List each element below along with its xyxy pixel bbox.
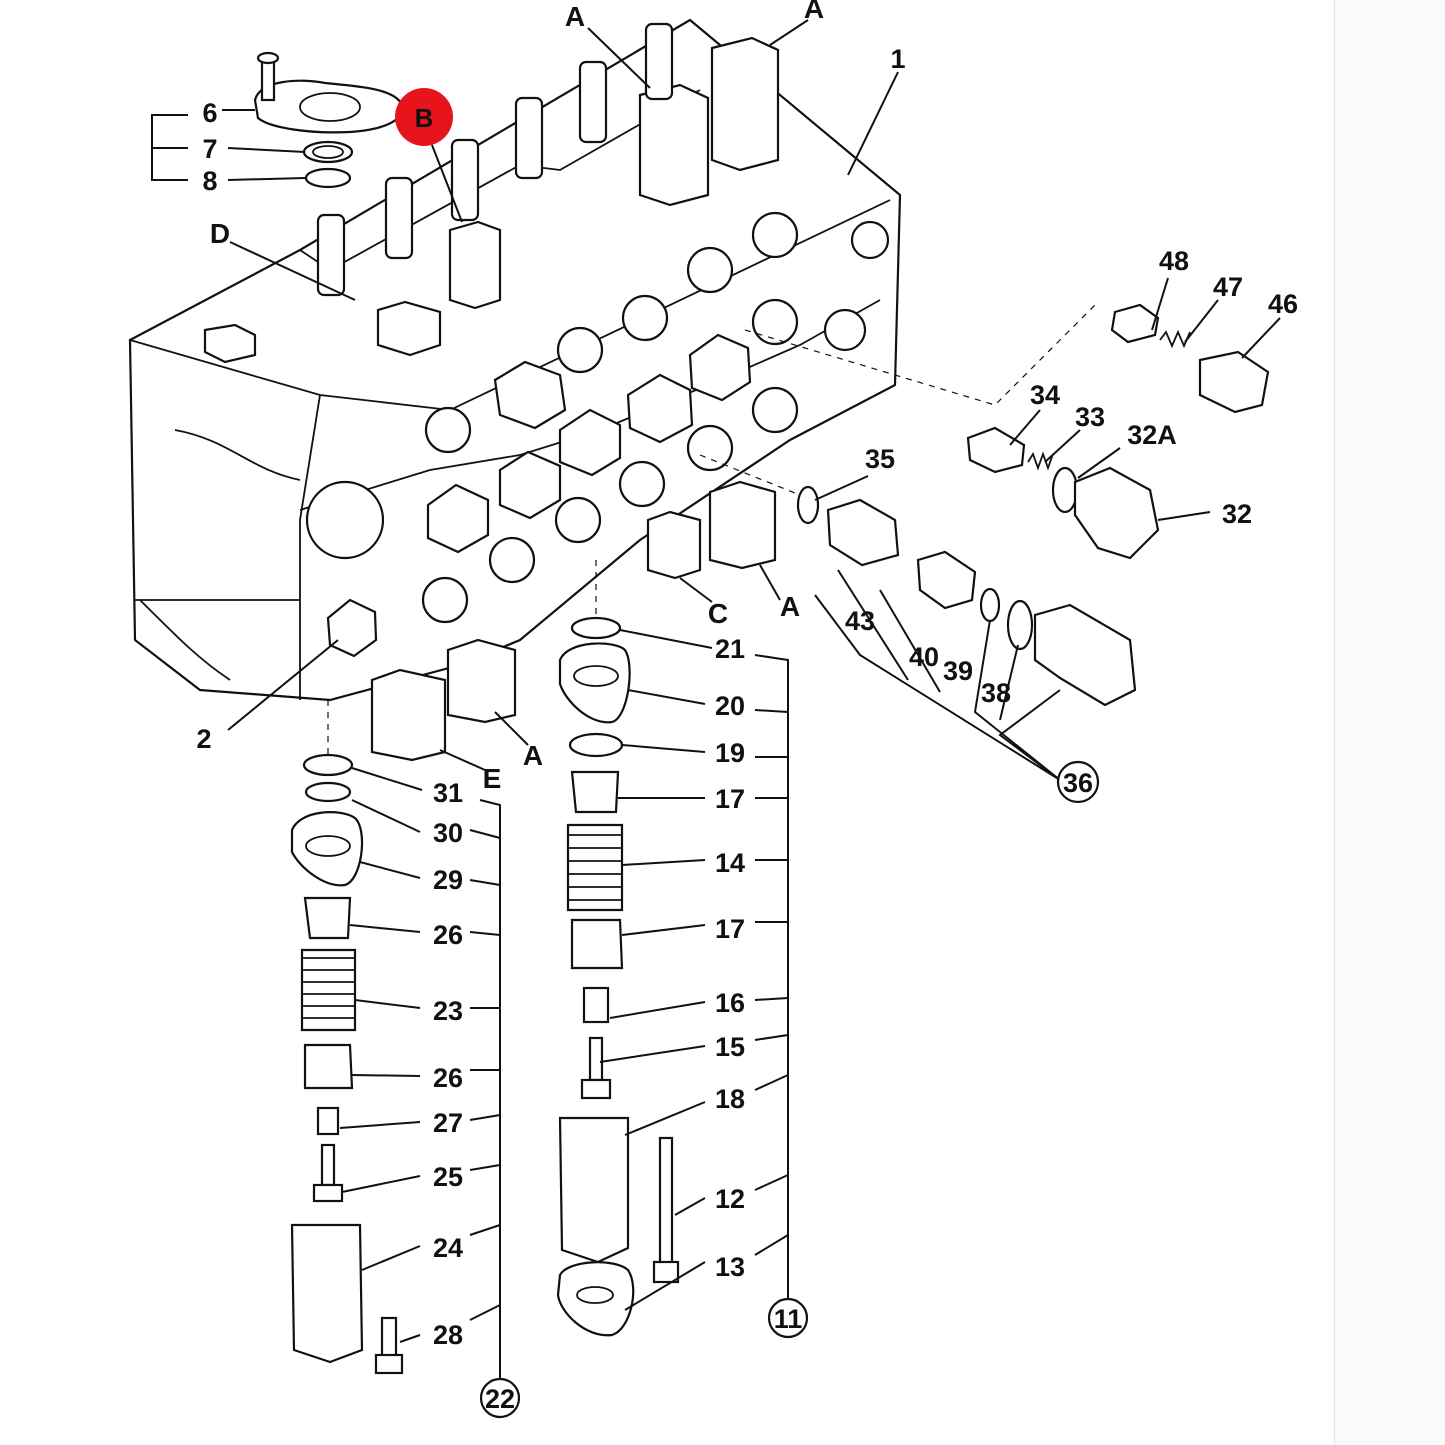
part-28-bolt: [374, 1316, 404, 1375]
callout-40: 40: [909, 642, 939, 672]
part-12-bolt: [652, 1136, 680, 1284]
part-36-relief-valve: [1033, 603, 1137, 707]
callout-34: 34: [1030, 380, 1060, 410]
callout-35: 35: [865, 444, 895, 474]
part-46-plug: [1198, 350, 1270, 414]
leader-lines: [151, 19, 1281, 1380]
part-24-cap: [290, 1223, 364, 1364]
b-marker-label: B: [415, 103, 434, 133]
callout-46: 46: [1268, 289, 1298, 319]
part-39-ring: [979, 587, 1001, 623]
page-edge: [1334, 0, 1445, 1445]
part-15-bolt: [580, 1036, 612, 1100]
callout-6: 6: [202, 98, 217, 128]
callout-7: 7: [202, 134, 217, 164]
callout-17-upper: 17: [715, 784, 745, 814]
part-29-plate: [290, 811, 364, 887]
part-48-pin: [1110, 303, 1160, 344]
callout-38: 38: [981, 678, 1011, 708]
part-13-plate: [556, 1261, 635, 1337]
callout-15: 15: [715, 1032, 745, 1062]
part-20-plate: [558, 642, 631, 724]
part-16-spacer: [582, 986, 610, 1024]
group-36-label: 36: [1063, 768, 1093, 798]
callout-13: 13: [715, 1252, 745, 1282]
callout-23: 23: [433, 996, 463, 1026]
part-26-seat-lower: [303, 1043, 354, 1090]
group-11-label: 11: [774, 1304, 803, 1334]
letter-a-right: A: [780, 591, 800, 622]
callout-21: 21: [715, 634, 745, 664]
letter-a-top-left: A: [565, 1, 585, 32]
callout-16: 16: [715, 988, 745, 1018]
callout-32: 32: [1222, 499, 1252, 529]
callout-39: 39: [943, 656, 973, 686]
part-26-seat-upper: [303, 896, 352, 940]
callout-19: 19: [715, 738, 745, 768]
callout-14: 14: [715, 848, 745, 878]
part-17-seat-lower: [570, 918, 624, 970]
part-30-o-ring: [304, 781, 352, 803]
part-35-washer: [796, 485, 820, 525]
part-6-retainer-plate: [253, 51, 404, 134]
callout-17-lower: 17: [715, 914, 745, 944]
part-14-spring: [566, 823, 624, 912]
part-31-seal: [302, 753, 354, 777]
callout-30: 30: [433, 818, 463, 848]
group-22-label: 22: [485, 1384, 515, 1414]
part-25-bolt: [312, 1143, 344, 1203]
part-18-cap: [558, 1116, 630, 1264]
callout-47: 47: [1213, 272, 1243, 302]
callout-48: 48: [1159, 246, 1189, 276]
callout-12: 12: [715, 1184, 745, 1214]
callout-1: 1: [890, 44, 905, 74]
group-callout-22: 22: [479, 1377, 521, 1419]
part-32-plug: [1073, 466, 1160, 560]
part-33-spring: [1027, 451, 1054, 471]
letter-labels: A A A A C D E: [210, 0, 824, 794]
callout-18: 18: [715, 1084, 745, 1114]
b-marker: B: [395, 88, 453, 146]
callout-43: 43: [845, 606, 875, 636]
part-32a-o-ring: [1051, 466, 1079, 514]
group-callout-36: 36: [1056, 760, 1100, 804]
callout-31: 31: [433, 778, 463, 808]
part-43-body: [826, 498, 900, 567]
letter-d: D: [210, 218, 230, 249]
part-7-seal: [302, 140, 354, 164]
part-47-spring: [1159, 329, 1191, 349]
part-21-seal: [570, 616, 622, 640]
callout-2: 2: [196, 724, 211, 754]
callout-27: 27: [433, 1108, 463, 1138]
part-number-labels: 1 2 6 7 8 48 47 46 34 33 32A 32 35 43 40…: [196, 44, 1298, 1350]
part-17-seat-upper: [570, 770, 620, 814]
callout-24: 24: [433, 1233, 463, 1263]
part-27-spacer: [316, 1106, 340, 1136]
group-callout-11: 11: [767, 1297, 809, 1339]
letter-c: C: [708, 598, 728, 629]
callout-26-lower: 26: [433, 1063, 463, 1093]
callout-33: 33: [1075, 402, 1105, 432]
part-23-spring: [300, 948, 357, 1032]
callout-32a: 32A: [1127, 420, 1177, 450]
letter-a-top-right: A: [804, 0, 824, 24]
callout-28: 28: [433, 1320, 463, 1350]
callout-8: 8: [202, 166, 217, 196]
callout-25: 25: [433, 1162, 463, 1192]
callout-20: 20: [715, 691, 745, 721]
part-34-poppet: [966, 426, 1026, 474]
callout-26-upper: 26: [433, 920, 463, 950]
part-19-o-ring: [568, 732, 624, 758]
part-38-ring: [1006, 599, 1034, 651]
letter-a-bottom: A: [523, 740, 543, 771]
part-40-spool: [916, 550, 977, 610]
callout-29: 29: [433, 865, 463, 895]
valve-block: [128, 18, 1096, 762]
part-8-o-ring: [304, 167, 352, 189]
letter-e: E: [483, 763, 502, 794]
